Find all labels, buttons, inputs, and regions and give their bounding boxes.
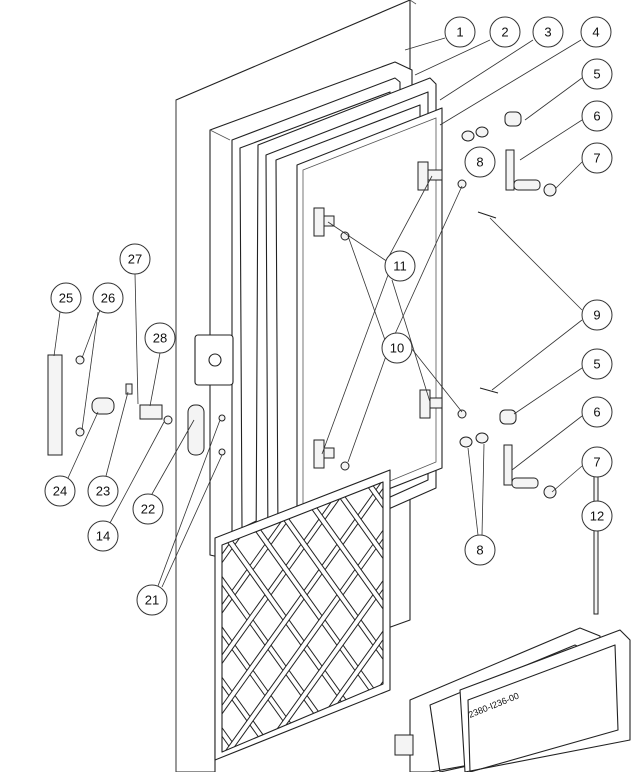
glass-pane bbox=[296, 107, 443, 526]
callout-circle bbox=[581, 299, 613, 331]
leader-line bbox=[467, 447, 479, 536]
leader-line bbox=[151, 419, 195, 495]
leader-line bbox=[149, 352, 161, 407]
callout-number: 6 bbox=[593, 405, 600, 420]
callout-number: 7 bbox=[593, 151, 600, 166]
leader-line bbox=[439, 39, 534, 101]
callout-circle bbox=[581, 500, 613, 532]
callout-number: 27 bbox=[128, 252, 142, 267]
detached-window-frame: 2380-I236-00 bbox=[394, 627, 631, 772]
callout-number: 23 bbox=[96, 484, 110, 499]
lock-hardware bbox=[47, 354, 226, 456]
leader-line bbox=[327, 221, 389, 263]
callout-circle bbox=[44, 475, 76, 507]
callout-number: 21 bbox=[145, 593, 159, 608]
callout-number: 24 bbox=[53, 484, 67, 499]
callout-circle bbox=[581, 446, 613, 478]
callout-circle bbox=[489, 16, 521, 48]
lattice-bar bbox=[0, 480, 26, 760]
leader-line bbox=[347, 355, 387, 463]
callout-circle bbox=[119, 243, 151, 275]
callout-number: 2 bbox=[501, 25, 508, 40]
callout-circle bbox=[136, 584, 168, 616]
leader-line bbox=[109, 421, 165, 524]
leader-line bbox=[157, 419, 221, 587]
callout-circle bbox=[581, 100, 613, 132]
callout-number: 12 bbox=[590, 509, 604, 524]
callout-circle bbox=[384, 250, 416, 282]
leader-line bbox=[489, 217, 583, 311]
leader-line bbox=[513, 367, 583, 415]
lock-box bbox=[194, 334, 234, 386]
leader-line bbox=[134, 273, 139, 405]
callout-circle bbox=[532, 16, 564, 48]
leader-line bbox=[387, 175, 433, 259]
leader-line bbox=[404, 37, 446, 51]
callout-circle bbox=[381, 332, 413, 364]
callout-circle bbox=[580, 16, 612, 48]
leader-line bbox=[439, 39, 582, 126]
callout-circle bbox=[581, 348, 613, 380]
callout-number: 1 bbox=[456, 25, 463, 40]
leader-line bbox=[347, 235, 386, 341]
leader-line bbox=[67, 411, 99, 479]
callout-circle bbox=[581, 58, 613, 90]
leader-line bbox=[53, 311, 61, 357]
leader-line bbox=[321, 274, 389, 455]
callout-circle bbox=[464, 146, 496, 178]
leader-line bbox=[105, 391, 129, 477]
callout-circle bbox=[581, 142, 613, 174]
callout-number: 5 bbox=[593, 357, 600, 372]
callout-number: 25 bbox=[59, 291, 73, 306]
leader-line bbox=[551, 465, 583, 493]
lattice-bar bbox=[0, 480, 134, 760]
callout-number: 6 bbox=[593, 109, 600, 124]
leader-line bbox=[394, 185, 463, 335]
callout-circle bbox=[87, 475, 119, 507]
lattice-bar bbox=[0, 480, 134, 760]
callout-number: 5 bbox=[593, 67, 600, 82]
lattice-bar bbox=[0, 480, 62, 760]
leader-line bbox=[555, 161, 583, 189]
callout-circle bbox=[92, 282, 124, 314]
callout-number: 7 bbox=[593, 455, 600, 470]
callout-circle bbox=[87, 520, 119, 552]
lattice-bar bbox=[0, 480, 26, 760]
callout-number: 28 bbox=[153, 331, 167, 346]
lattice-bar bbox=[0, 480, 62, 760]
pane-clips bbox=[313, 161, 467, 471]
callout-circle bbox=[444, 16, 476, 48]
leader-line bbox=[519, 119, 583, 161]
callout-number: 11 bbox=[393, 259, 407, 274]
callout-number: 8 bbox=[476, 543, 483, 558]
callout-number: 26 bbox=[101, 291, 115, 306]
callout-circle bbox=[464, 534, 496, 566]
leader-line bbox=[524, 77, 583, 121]
callout-circle bbox=[581, 396, 613, 428]
callout-number: 9 bbox=[593, 308, 600, 323]
leader-line bbox=[511, 415, 583, 471]
callout-number: 10 bbox=[390, 341, 404, 356]
callout-number: 3 bbox=[544, 25, 551, 40]
callout-circle bbox=[132, 493, 164, 525]
leader-line bbox=[414, 39, 491, 76]
callout-number: 8 bbox=[476, 155, 483, 170]
leader-line bbox=[391, 279, 431, 403]
callout-circle bbox=[50, 282, 82, 314]
callout-number: 22 bbox=[141, 502, 155, 517]
leader-line bbox=[161, 454, 223, 588]
callout-number: 14 bbox=[96, 529, 110, 544]
leader-line bbox=[491, 319, 583, 391]
lattice-bar bbox=[0, 480, 98, 760]
leader-line bbox=[81, 311, 99, 431]
callout-circle bbox=[144, 322, 176, 354]
lattice-bar bbox=[0, 480, 98, 760]
leader-line bbox=[481, 443, 485, 536]
callout-number: 4 bbox=[592, 25, 599, 40]
